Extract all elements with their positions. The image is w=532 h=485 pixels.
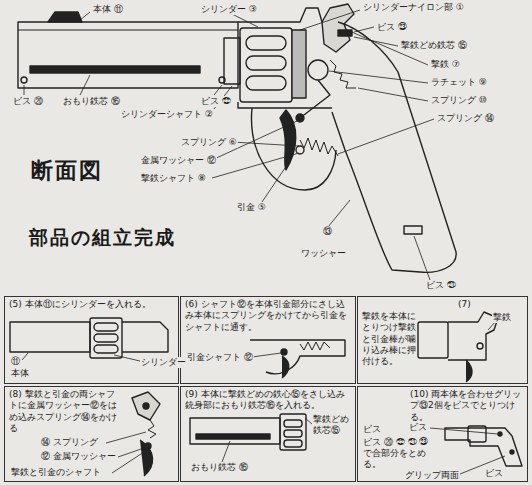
part-label: 本体 ⑪ bbox=[92, 4, 124, 15]
part-label: ビス bbox=[484, 468, 504, 479]
part-label: グリップ両面 bbox=[404, 470, 460, 481]
step-panel: (7) 撃鉄を本体にとりつけ撃鉄と引金棒が噛り込み棒に押付ける。 bbox=[357, 296, 528, 384]
step-text: (5) 本体⑪にシリンダーを入れる。 bbox=[9, 299, 175, 310]
step-text: (9) 本体に撃鉄どめの鉄心⑮をさし込み銃身部におもり鉄芯⑯を入れる。 bbox=[185, 389, 353, 412]
section-title: 断面図 bbox=[30, 158, 104, 184]
step-panel: (6) シャフト⑫を本体引金部分にさし込み本体にスプリングをかけてから引金をシャ… bbox=[180, 296, 356, 384]
part-label: 撃鉄と引金のシャフト bbox=[10, 467, 102, 478]
part-label: スプリング ⑩ bbox=[430, 95, 488, 106]
step-text: (10) 両本体を合わせグリップ⑬2個をビスでとりつける。 bbox=[410, 389, 525, 423]
part-label: 金属ワッシャー ⑫ bbox=[140, 155, 217, 166]
part-label: ビス ㉑ bbox=[425, 280, 457, 291]
part-label: ビス ⑳ bbox=[12, 96, 44, 107]
part-label: 引金シャフト ⑫ bbox=[186, 352, 254, 363]
step-text: (8) 撃鉄と引金の両シャフトに金属ワッシャー⑫をはめ込みスプリング⑭をかける bbox=[9, 389, 119, 434]
part-label: シリンダーナイロン部 ① bbox=[362, 2, 465, 13]
part-label: ビス ㉓ bbox=[376, 22, 408, 33]
part-label: 撃鉄シャフト ⑧ bbox=[140, 173, 207, 184]
part-label: ⑫ 金属ワッシャー bbox=[40, 451, 117, 462]
part-label: ⑬ bbox=[322, 226, 333, 237]
step-text: (6) シャフト⑫を本体引金部分にさし込み本体にスプリングをかけてから引金をシャ… bbox=[185, 299, 353, 333]
part-label: 撃鉄 ⑦ bbox=[430, 59, 461, 70]
part-label: シリンダー bbox=[140, 357, 187, 368]
part-label: 撃鉄 bbox=[492, 312, 512, 323]
part-label: ビス ⑳ ㉒ ㉑ ㉓ で合部分をとめる。 bbox=[362, 437, 440, 469]
part-label: ラチェット ⑨ bbox=[430, 77, 488, 88]
part-label: スプリング ⑥ bbox=[180, 137, 238, 148]
part-label: おもり鉄芯 ⑯ bbox=[190, 462, 249, 473]
step-text: (7) bbox=[458, 299, 488, 310]
part-label: ビス bbox=[362, 424, 382, 435]
part-label: シリンダー ③ bbox=[200, 4, 258, 15]
step-panel: (5) 本体⑪にシリンダーを入れる。 bbox=[4, 296, 179, 384]
part-label: ⑭ スプリング bbox=[40, 437, 99, 448]
part-label: おもり鉄芯 ⑯ bbox=[62, 96, 121, 107]
section-title: 部品の組立完成 bbox=[28, 226, 177, 249]
part-label: ビス bbox=[408, 422, 428, 433]
part-label: シリンダーシャフト ② bbox=[120, 109, 214, 120]
part-label: 撃鉄どめ鉄芯⑮ bbox=[312, 414, 354, 436]
part-label: 撃鉄どめ鉄芯 ⑮ bbox=[400, 40, 468, 51]
part-label: 本体 bbox=[10, 368, 30, 379]
part-label: ワッシャー bbox=[300, 248, 347, 259]
part-label: ビス ㉒ bbox=[200, 96, 232, 107]
part-label: ⑪ bbox=[10, 356, 21, 367]
step-text: 撃鉄を本体にとりつけ撃鉄と引金棒が噛り込み棒に押付ける。 bbox=[362, 311, 416, 367]
part-label: 引金 ⑤ bbox=[236, 202, 267, 213]
part-label: スプリング ⑭ bbox=[436, 113, 495, 124]
